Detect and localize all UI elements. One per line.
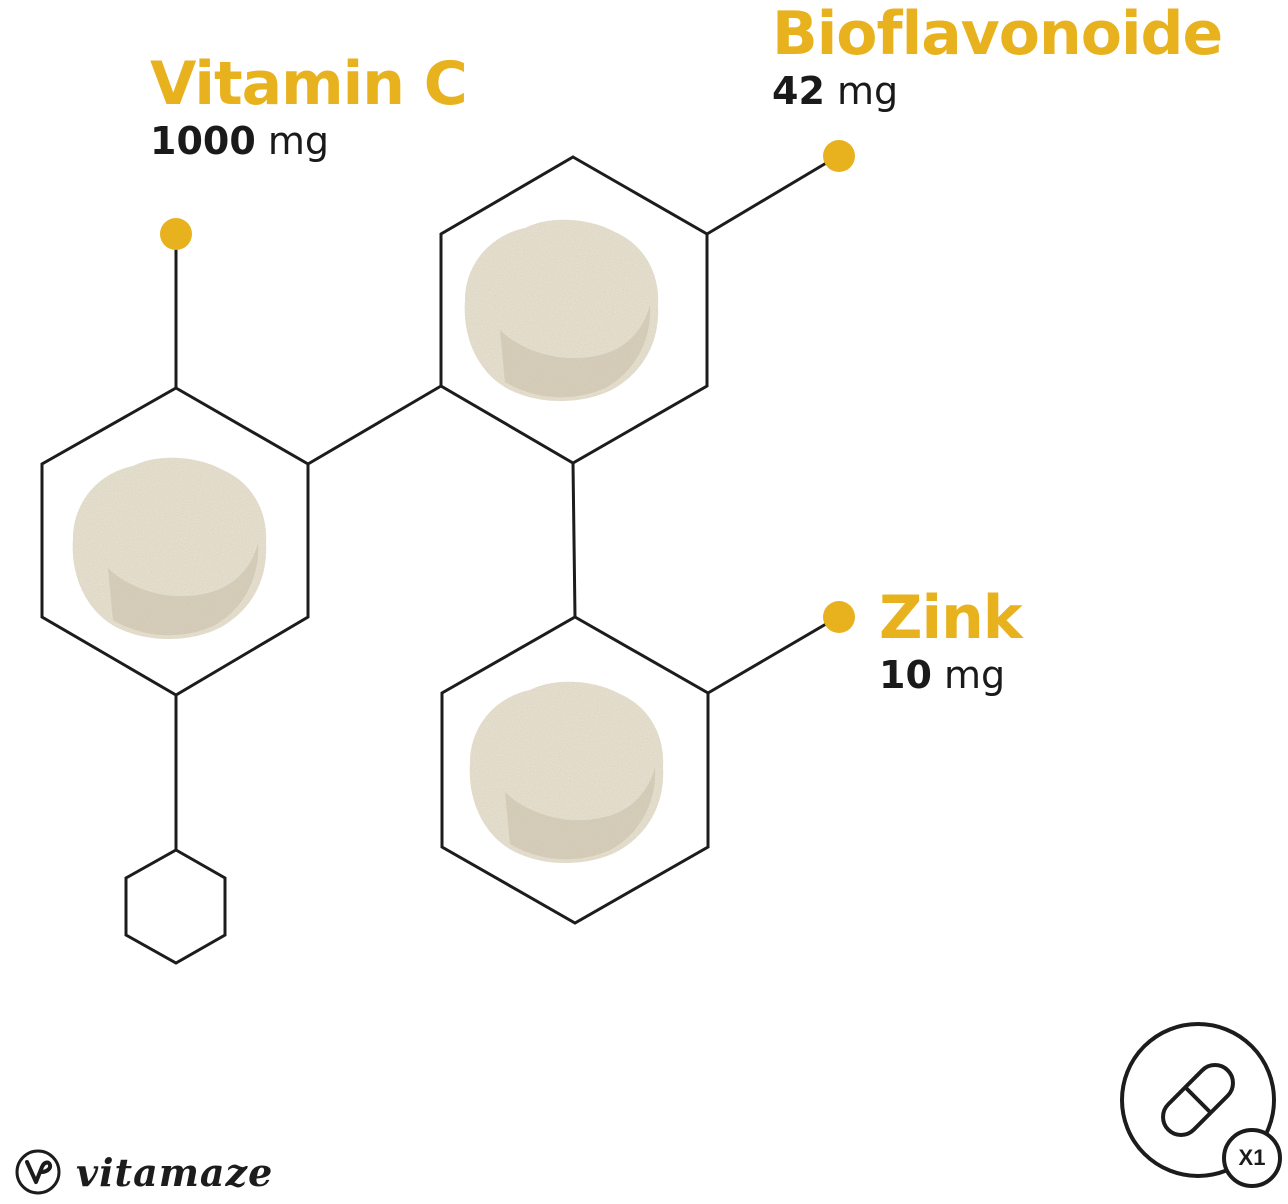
dose-amount: 42 — [772, 69, 825, 113]
powder-image — [469, 681, 664, 864]
label-bioflavonoide: Bioflavonoide 42 mg — [772, 0, 1223, 110]
ingredient-dose: 42 mg — [772, 72, 1222, 110]
hexagon-small — [124, 848, 227, 965]
dot-bioflavonoide — [823, 140, 855, 172]
label-zink: Zink 10 mg — [879, 583, 1023, 694]
dose-unit: mg — [836, 69, 899, 113]
capsule-icon — [1120, 1022, 1282, 1188]
bond-lines — [174, 154, 839, 850]
dose-amount: 1000 — [150, 119, 256, 163]
ingredient-name: Zink — [879, 583, 1023, 653]
ingredient-name: Vitamin C — [150, 49, 468, 119]
bond-hex1-hex2 — [307, 384, 442, 466]
ingredient-dose: 1000 mg — [150, 122, 467, 160]
dot-vitamin-c — [160, 218, 192, 250]
ingredient-name: Bioflavonoide — [772, 0, 1223, 69]
ingredient-dose: 10 mg — [879, 656, 1022, 694]
dot-zink — [823, 601, 855, 633]
powder-image — [464, 219, 659, 402]
dose-badge: X1 — [1118, 1020, 1286, 1188]
bond-bio — [706, 154, 839, 236]
vitamaze-logo-icon — [15, 1149, 61, 1195]
dose-quantity: X1 — [1238, 1145, 1266, 1170]
hexagon-vitamin-c — [40, 386, 310, 697]
hexagon-bioflavonoide — [439, 155, 709, 465]
powder-image — [72, 457, 267, 640]
dose-amount: 10 — [879, 653, 932, 697]
label-vitamin-c: Vitamin C 1000 mg — [150, 49, 468, 160]
bond-zink — [707, 615, 839, 695]
dose-unit: mg — [267, 119, 329, 163]
brand-name: vitamaze — [76, 1149, 274, 1195]
hexagon-zink — [440, 615, 710, 925]
brand-logo: vitamaze — [14, 1146, 273, 1198]
bond-hex2-hex3 — [571, 462, 577, 618]
dose-unit: mg — [943, 653, 1006, 697]
